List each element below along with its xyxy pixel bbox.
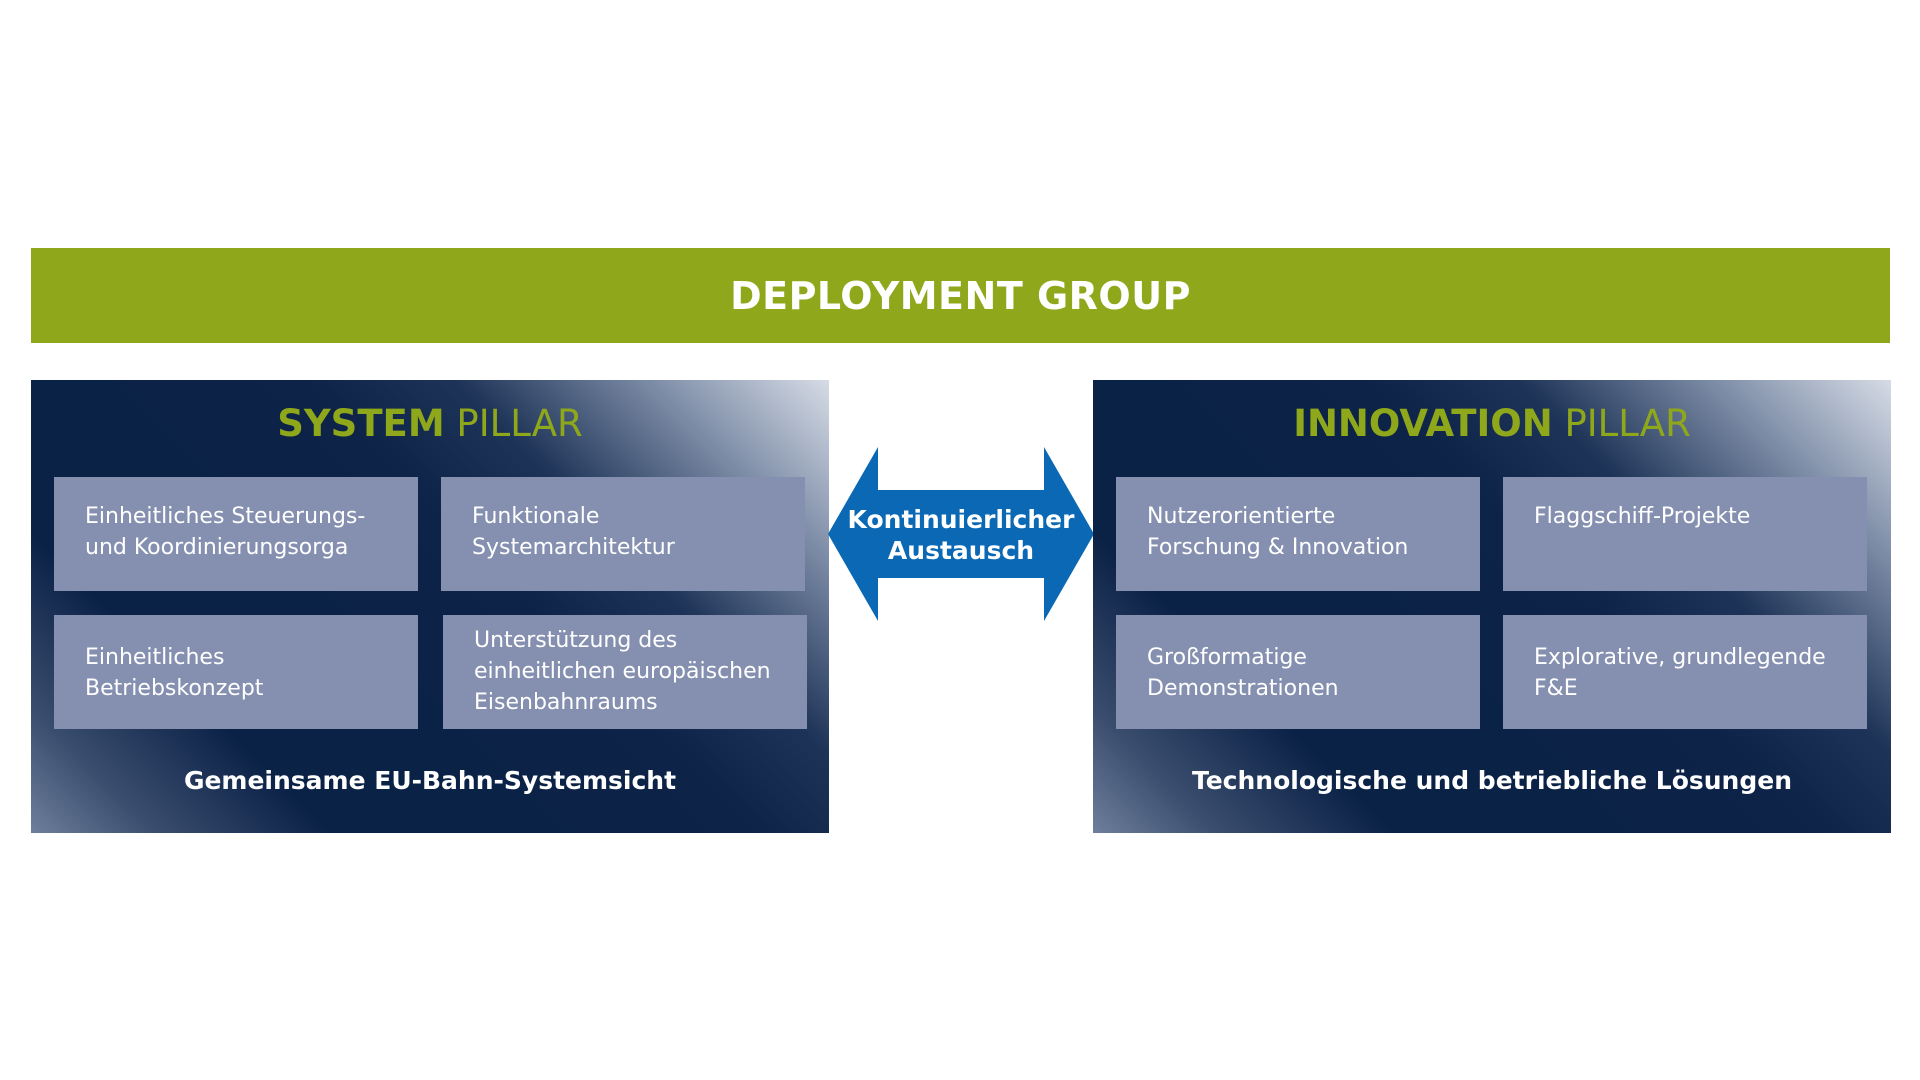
system-tile-architektur: Funktionale Systemarchitektur: [441, 477, 805, 591]
deployment-group-label: DEPLOYMENT GROUP: [730, 273, 1191, 318]
exchange-label: Kontinuierlicher Austausch: [828, 504, 1094, 566]
system-pillar-title-strong: SYSTEM: [277, 402, 445, 445]
system-pillar-title-light: PILLAR: [456, 402, 583, 445]
double-arrow-icon: [828, 447, 1094, 621]
system-pillar-footer: Gemeinsame EU-Bahn-Systemsicht: [183, 766, 677, 795]
innovation-tile-explorativ: Explorative, grundlegende F&E: [1503, 615, 1867, 729]
exchange-double-arrow: Kontinuierlicher Austausch: [828, 447, 1094, 621]
innovation-pillar-title: INNOVATION PILLAR: [1093, 402, 1891, 445]
system-pillar-title: SYSTEM PILLAR: [31, 402, 829, 445]
system-tile-betriebskonzept: Einheitliches Betriebskonzept: [54, 615, 418, 729]
system-tile-steuerung: Einheitliches Steuerungs- und Koordinier…: [54, 477, 418, 591]
innovation-tile-flaggschiff: Flaggschiff-Projekte: [1503, 477, 1867, 591]
deployment-group-bar: DEPLOYMENT GROUP: [31, 248, 1890, 343]
innovation-pillar-footer: Technologische und betriebliche Lösungen: [1191, 766, 1793, 795]
innovation-tile-demonstrationen: Großformatige Demonstrationen: [1116, 615, 1480, 729]
exchange-label-line1: Kontinuierlicher: [847, 505, 1075, 534]
innovation-pillar-title-strong: INNOVATION: [1293, 402, 1553, 445]
innovation-tile-forschung: Nutzerorientierte Forschung & Innovation: [1116, 477, 1480, 591]
double-arrow-shape: [828, 447, 1094, 621]
innovation-pillar-title-light: PILLAR: [1564, 402, 1691, 445]
system-tile-eisenbahnraum: Unterstützung des einheitlichen europäis…: [443, 615, 807, 729]
exchange-label-line2: Austausch: [887, 536, 1035, 565]
innovation-pillar-panel: INNOVATION PILLAR Nutzerorientierte Fors…: [1093, 380, 1891, 833]
system-pillar-panel: SYSTEM PILLAR Einheitliches Steuerungs- …: [31, 380, 829, 833]
